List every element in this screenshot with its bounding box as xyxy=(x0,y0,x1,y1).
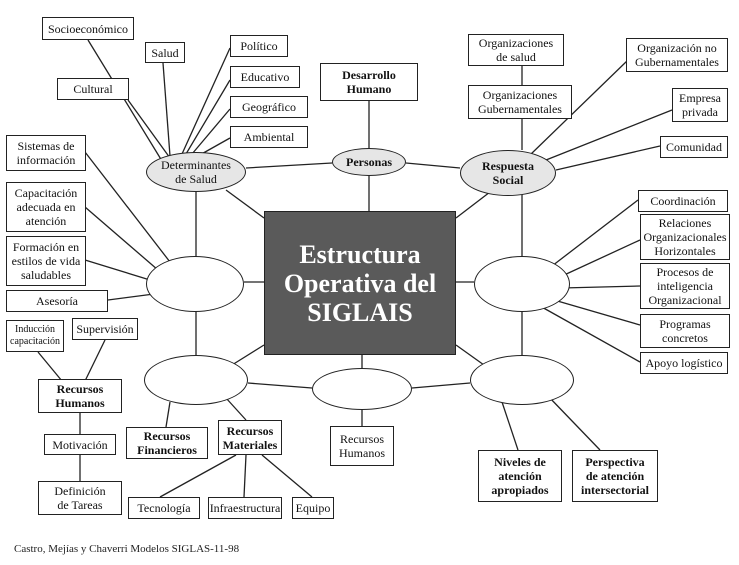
equipo-box: Equipo xyxy=(292,497,334,519)
source-caption: Castro, Mejías y Chaverri Modelos SIGLAS… xyxy=(14,543,240,555)
personas-node: Personas xyxy=(332,148,406,176)
sistemas-informacion-box: Sistemas de información xyxy=(6,135,86,171)
politico-box: Político xyxy=(230,35,288,57)
right-ellipse xyxy=(474,256,570,312)
formacion-box: Formación en estilos de vida saludables xyxy=(6,236,86,286)
comunidad-box: Comunidad xyxy=(660,136,728,158)
perspectiva-atencion-box: Perspectiva de atención intersectorial xyxy=(572,450,658,502)
socioeconomico-box: Socioeconómico xyxy=(42,17,134,40)
apoyo-logistico-box: Apoyo logístico xyxy=(640,352,728,374)
bottom-middle-ellipse xyxy=(312,368,412,410)
cultural-box: Cultural xyxy=(57,78,129,100)
bottom-left-ellipse xyxy=(144,355,248,405)
coordinacion-box: Coordinación xyxy=(638,190,728,212)
ambiental-box: Ambiental xyxy=(230,126,308,148)
recursos-humanos-bottom-box: Recursos Humanos xyxy=(330,426,394,466)
recursos-humanos-left-box: Recursos Humanos xyxy=(38,379,122,413)
programas-box: Programas concretos xyxy=(640,314,730,348)
ong-box: Organización no Gubernamentales xyxy=(626,38,728,72)
relaciones-box: Relaciones Organizacionales Horizontales xyxy=(640,214,730,260)
asesoria-box: Asesoría xyxy=(6,290,108,312)
determinantes-node: Determinantes de Salud xyxy=(146,152,246,192)
capacitacion-box: Capacitación adecuada en atención xyxy=(6,182,86,232)
central-structure-box: Estructura Operativa del SIGLAIS xyxy=(264,211,456,355)
supervision-box: Supervisión xyxy=(72,318,138,340)
salud-box: Salud xyxy=(145,42,185,63)
recursos-financieros-box: Recursos Financieros xyxy=(126,427,208,459)
geografico-box: Geográfico xyxy=(230,96,308,118)
educativo-box: Educativo xyxy=(230,66,300,88)
empresa-privada-box: Empresa privada xyxy=(672,88,728,122)
respuesta-social-node: Respuesta Social xyxy=(460,150,556,196)
left-ellipse xyxy=(146,256,244,312)
recursos-materiales-box: Recursos Materiales xyxy=(218,420,282,455)
definicion-tareas-box: Definición de Tareas xyxy=(38,481,122,515)
desarrollo-humano-box: Desarrollo Humano xyxy=(320,63,418,101)
organizaciones-salud-box: Organizaciones de salud xyxy=(468,34,564,66)
induccion-box: Inducción capacitación xyxy=(6,320,64,352)
motivacion-box: Motivación xyxy=(44,434,116,455)
infraestructura-box: Infraestructura xyxy=(208,497,282,519)
organizaciones-gubernamentales-box: Organizaciones Gubernamentales xyxy=(468,85,572,119)
tecnologia-box: Tecnología xyxy=(128,497,200,519)
procesos-box: Procesos de inteligencia Organizacional xyxy=(640,263,730,309)
bottom-right-ellipse xyxy=(470,355,574,405)
niveles-atencion-box: Niveles de atención apropiados xyxy=(478,450,562,502)
